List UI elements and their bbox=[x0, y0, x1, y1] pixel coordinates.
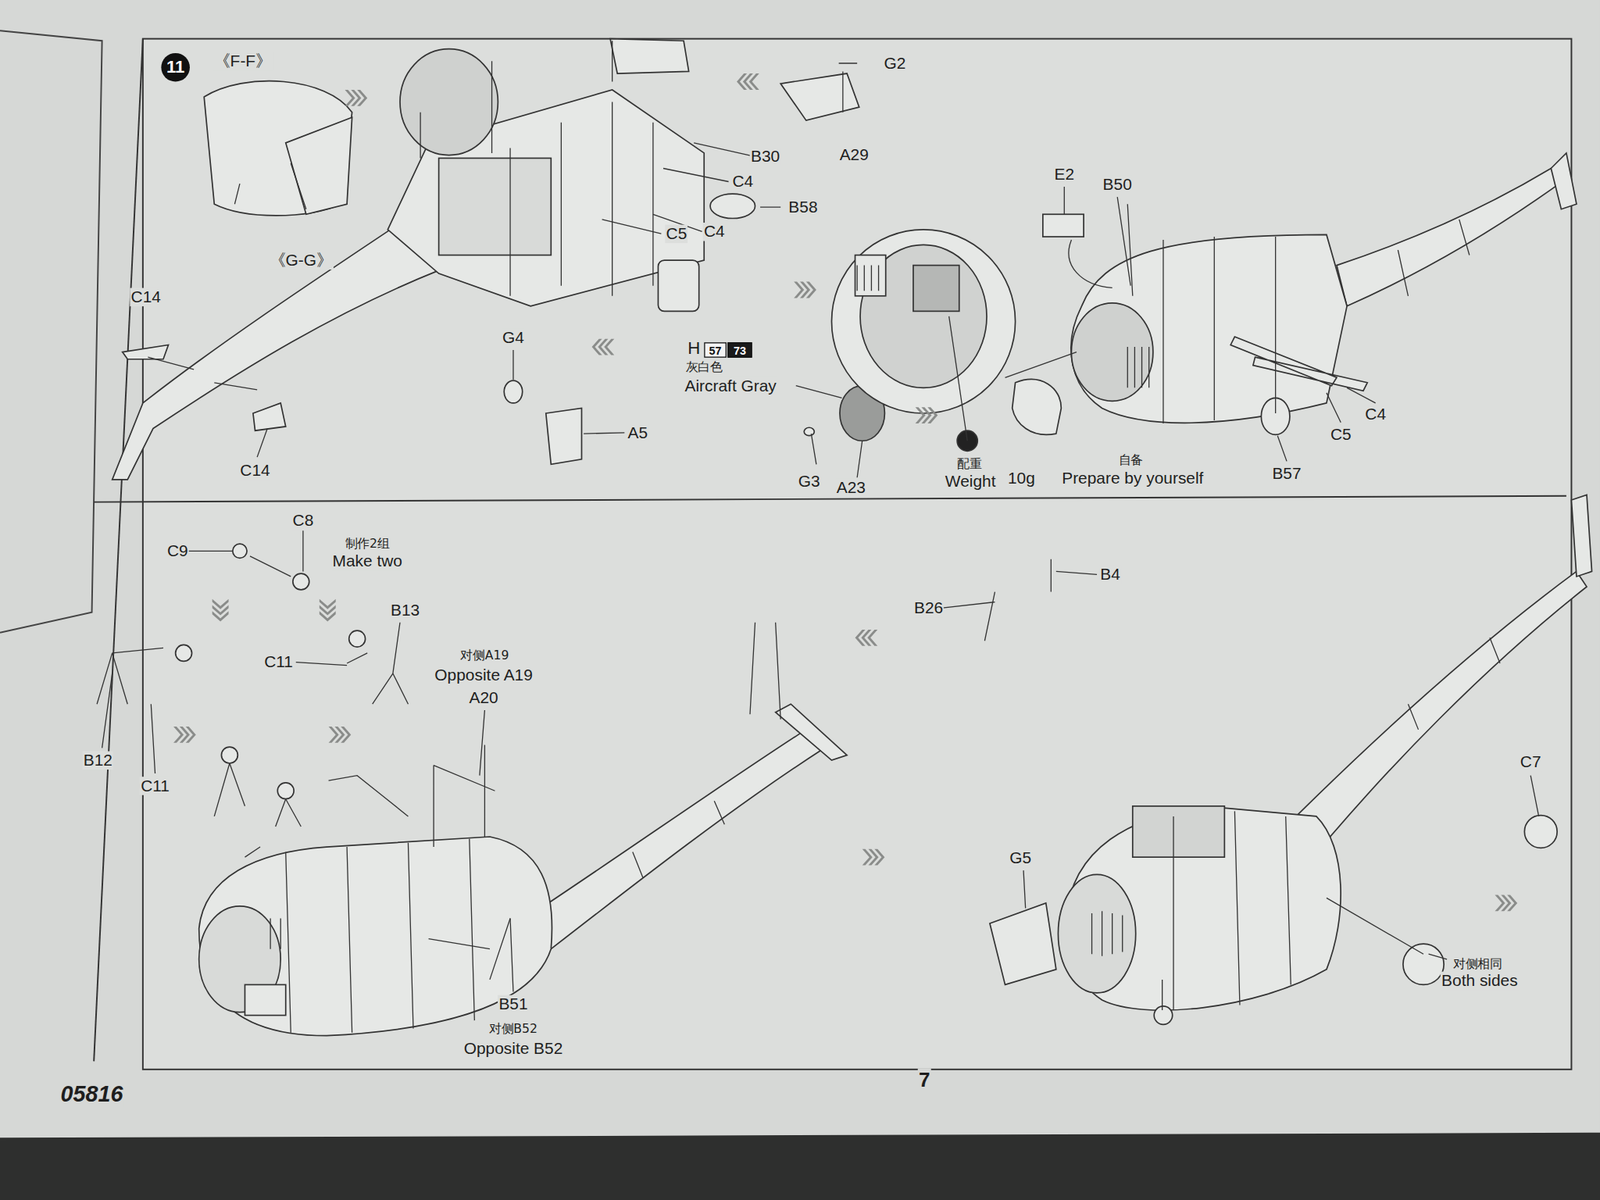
instruction-note: Opposite A19 bbox=[433, 666, 534, 685]
instruction-note: 配重 bbox=[956, 457, 983, 472]
instruction-note: Make two bbox=[331, 552, 404, 571]
instruction-note: 灰白色 bbox=[684, 360, 724, 375]
instruction-note: Aircraft Gray bbox=[683, 376, 778, 395]
step-number: 11 bbox=[160, 53, 190, 83]
part-callout: B50 bbox=[1101, 175, 1133, 194]
instruction-note: 制作2组 bbox=[343, 537, 391, 551]
part-callout: C11 bbox=[263, 653, 294, 672]
part-callout: B30 bbox=[750, 146, 782, 165]
part-callout: E2 bbox=[1053, 165, 1075, 184]
part-callout: A20 bbox=[467, 689, 500, 708]
instruction-note: 05816 bbox=[59, 1082, 125, 1108]
instruction-note: 自备 bbox=[1117, 453, 1144, 467]
part-callout: C14 bbox=[129, 288, 162, 307]
instruction-note: 10g bbox=[1007, 469, 1036, 488]
part-callout: B58 bbox=[787, 198, 819, 217]
part-callout: C4 bbox=[731, 172, 754, 191]
part-callout: B57 bbox=[1271, 464, 1303, 483]
instruction-note: 7 bbox=[917, 1068, 932, 1092]
instruction-note: Both sides bbox=[1440, 971, 1519, 990]
part-callout: C9 bbox=[166, 542, 190, 561]
color-code-box: 73 bbox=[727, 342, 752, 358]
part-callout: B4 bbox=[1099, 565, 1122, 584]
part-callout: C4 bbox=[703, 222, 726, 241]
part-callout: C5 bbox=[664, 225, 688, 243]
color-code-box: 57 bbox=[703, 342, 727, 358]
instruction-note: 《G-G》 bbox=[267, 251, 334, 270]
part-callout: C5 bbox=[1329, 425, 1353, 444]
part-callout: G3 bbox=[797, 472, 822, 491]
part-callout: A5 bbox=[626, 423, 649, 442]
part-callout: A29 bbox=[838, 146, 870, 165]
node-text: 11 bbox=[166, 57, 185, 78]
instruction-note: Opposite B52 bbox=[462, 1039, 564, 1058]
part-callout: C4 bbox=[1364, 405, 1387, 424]
instruction-note: 对侧相同 bbox=[1452, 957, 1504, 972]
part-callout: C11 bbox=[139, 776, 171, 795]
instruction-note: Weight bbox=[943, 472, 997, 491]
node-text: 57 bbox=[709, 343, 722, 357]
instruction-note: H bbox=[686, 339, 702, 358]
part-callout: G5 bbox=[1008, 849, 1033, 868]
part-callout: A23 bbox=[835, 478, 867, 497]
part-callout: B13 bbox=[389, 601, 422, 620]
part-callout: B26 bbox=[913, 599, 945, 618]
node-text: 73 bbox=[733, 343, 747, 357]
instruction-note: 对侧B52 bbox=[488, 1022, 540, 1036]
instruction-note: 《F-F》 bbox=[212, 52, 273, 71]
instruction-note: 对侧A19 bbox=[459, 649, 511, 663]
instruction-note: Prepare by yourself bbox=[1060, 469, 1205, 488]
part-callout: G2 bbox=[882, 53, 907, 72]
part-callout: G4 bbox=[501, 328, 525, 347]
part-callout: C7 bbox=[1519, 753, 1543, 772]
part-callout: B12 bbox=[82, 751, 114, 770]
part-callout: C8 bbox=[291, 511, 315, 530]
part-callout: B51 bbox=[497, 995, 529, 1014]
part-callout: C14 bbox=[239, 461, 272, 480]
